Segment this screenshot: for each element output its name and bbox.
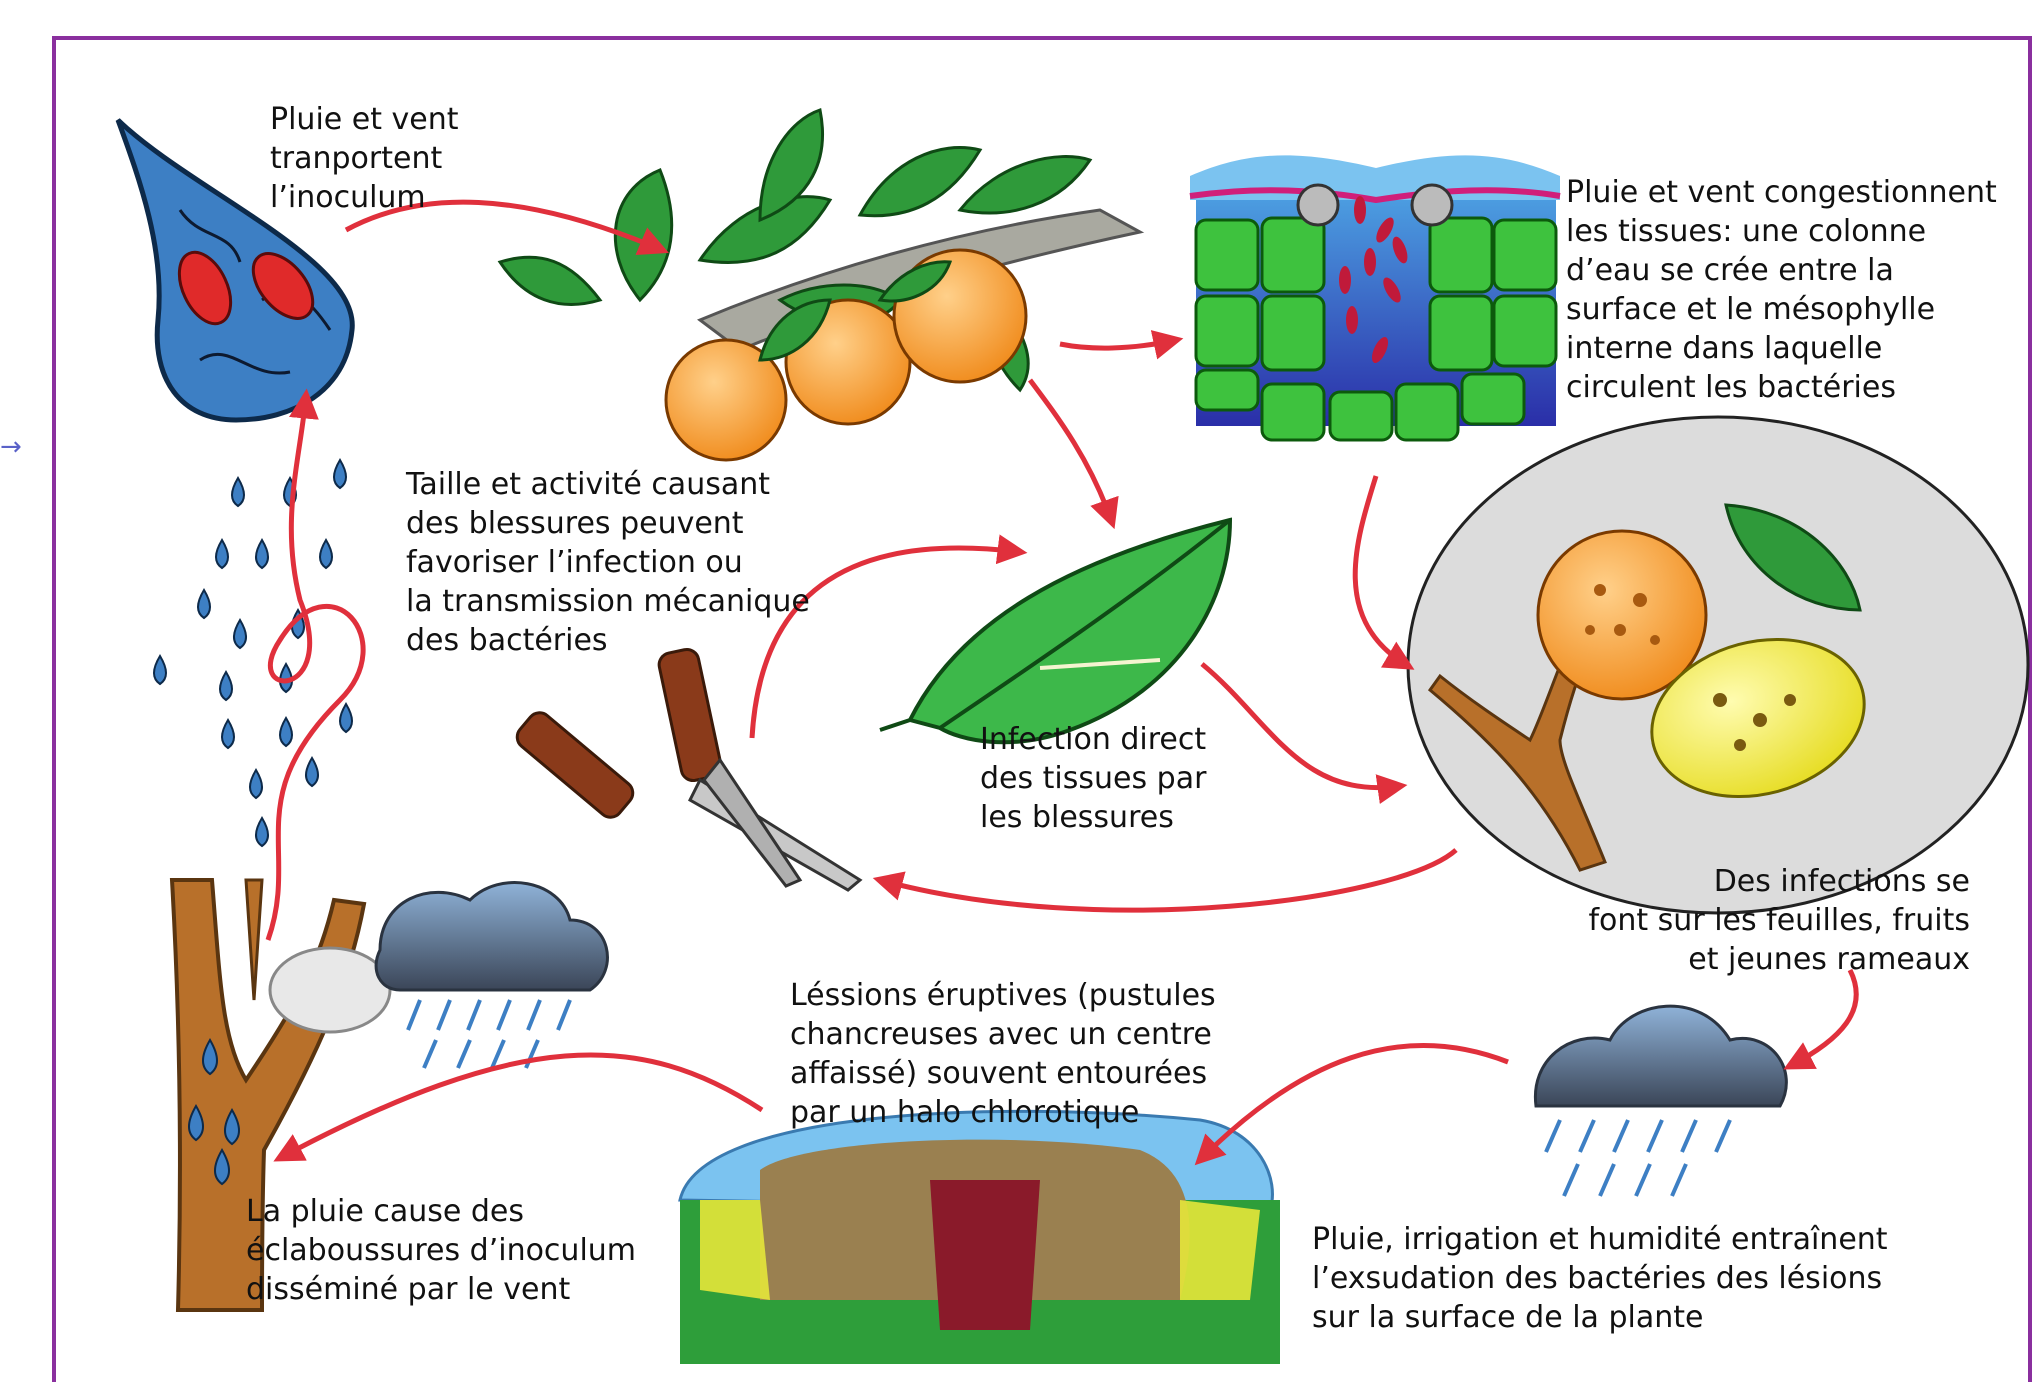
- label-eruptive-lesions: Léssions éruptives (pustules chancreuses…: [790, 976, 1216, 1132]
- label-direct-infection: Infection direct des tissues par les ble…: [980, 720, 1206, 837]
- arrow-tree-to-droplet: [268, 396, 363, 940]
- rain-splash-drops: [154, 460, 352, 846]
- label-infection-sites: Des infections se font sur les feuilles,…: [1560, 862, 1970, 979]
- arrow-organs-to-shears: [880, 850, 1456, 910]
- label-pruning: Taille et activité causant des blessures…: [406, 465, 810, 660]
- infected-organs-cluster: [1408, 417, 2028, 913]
- arrow-lesion-to-tree: [280, 1055, 762, 1158]
- arrow-branch-to-leaf: [1030, 380, 1112, 522]
- label-rain-wind-transport: Pluie et vent tranportent l’inoculum: [270, 100, 459, 217]
- wounded-leaf: [880, 520, 1230, 742]
- rain-cloud: [1535, 1006, 1786, 1196]
- lesion-cross-section: [680, 1111, 1280, 1364]
- tissue-cross-section: [1190, 155, 1560, 440]
- arrow-organs-to-raincloud: [1790, 970, 1856, 1066]
- label-exudation: Pluie, irrigation et humidité entraînent…: [1312, 1220, 1888, 1337]
- arrow-tissue-to-organs: [1355, 476, 1408, 666]
- label-rain-wind-congest: Pluie et vent congestionnent les tissues…: [1566, 173, 1997, 407]
- arrow-branch-to-tissue: [1060, 340, 1176, 348]
- arrow-leaf-to-organs: [1202, 664, 1400, 788]
- label-splash-inoculum: La pluie cause des éclaboussures d’inocu…: [246, 1192, 636, 1309]
- citrus-branch: [500, 110, 1140, 460]
- pruning-shears: [512, 647, 860, 890]
